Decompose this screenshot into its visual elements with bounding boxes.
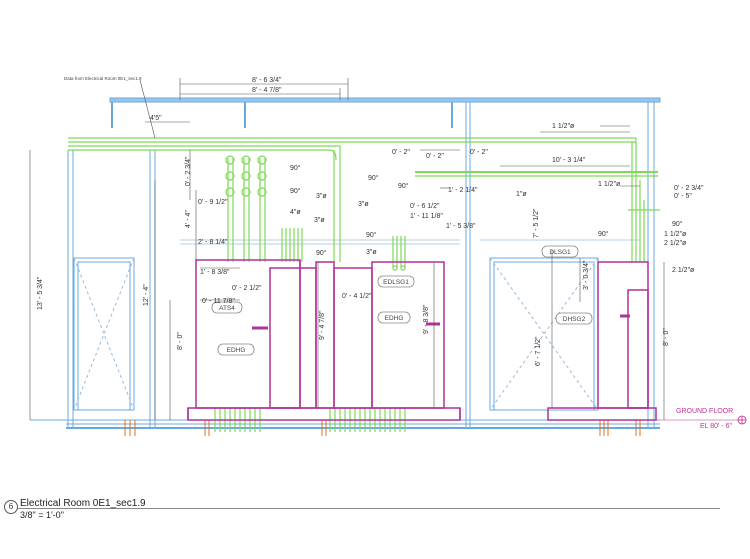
dim-9-4-7-8: 9' - 4 7/8": [319, 310, 326, 340]
dim-1-1-2-b: 1 1/2"ø: [598, 181, 621, 188]
dim-1-8-3-8: 1' - 8 3/8": [200, 269, 230, 276]
dim-90-b: 90°: [290, 187, 301, 195]
level-elevation: EL 80' - 6": [700, 423, 732, 430]
dim-0-4-1-2: 0' - 4 1/2": [342, 293, 372, 300]
dim-0-2-3-4-b: 0' - 2 3/4": [185, 156, 192, 186]
equipment-tags: ATS4 EDHG EDLSG1 EDHG DLSG1 DHSG2: [211, 245, 593, 356]
dim-0-5: 0' - 5": [674, 193, 692, 200]
dimension-lines: [29, 78, 665, 420]
dim-0-2-b: 0' - 2": [426, 153, 444, 160]
tag-ats4: ATS4: [219, 305, 235, 312]
dim-4-dia: 4"ø: [290, 209, 301, 216]
callout-note: Data from Electrical Room 0E1_sec1.9: [64, 76, 142, 81]
dim-8-0: 8' - 0": [177, 332, 184, 350]
dim-4-5: 4'5": [150, 115, 162, 122]
dim-1-1-2-a: 1 1/2"ø: [552, 123, 575, 130]
title-rule: [18, 508, 720, 509]
dim-90-f: 90°: [366, 231, 377, 239]
conduits: [68, 137, 660, 432]
dim-0-9-1-2: 0' - 9 1/2": [198, 199, 228, 206]
dim-1-5-3-8: 1' - 5 3/8": [446, 223, 476, 230]
dim-13-5-3-4: 13' - 5 3/4": [37, 276, 44, 310]
view-title: Electrical Room 0E1_sec1.9: [20, 498, 146, 509]
dim-1-1-2-c: 1 1/2"ø: [664, 231, 687, 238]
dim-0-2-3-4: 0' - 2 3/4": [674, 185, 704, 192]
dim-9-8-3-8: 9' - 8 3/8": [423, 304, 430, 334]
dim-1-dia: 1"ø: [516, 191, 527, 198]
dim-0-2-c: 0' - 2": [470, 149, 488, 156]
dim-3-dia-b: 3"ø: [358, 201, 369, 208]
dim-0-2-1-2: 0' - 2 1/2": [232, 285, 262, 292]
dim-6-7-1-2: 6' - 7 1/2": [535, 336, 542, 366]
dim-3-dia-d: 3"ø: [366, 249, 377, 256]
dim-4-4: 4' - 4": [185, 210, 192, 228]
level-marker: GROUND FLOOR EL 80' - 6": [660, 408, 747, 430]
dim-12-4: 12' - 4": [143, 284, 150, 306]
tag-edlsg1: EDLSG1: [383, 279, 409, 286]
dim-10-3-1-4: 10' - 3 1/4": [552, 157, 586, 164]
dim-top-1: 8' - 6 3/4": [252, 77, 282, 84]
dim-3-0-3-4: 3' - 0 3/4": [583, 260, 590, 290]
floor-penetrations: [124, 420, 641, 436]
dim-90-e: 90°: [316, 249, 327, 257]
dim-3-dia-c: 3"ø: [314, 217, 325, 224]
dim-90-g: 90°: [598, 230, 609, 238]
view-number-badge: 6: [4, 500, 18, 514]
structure: [30, 97, 661, 429]
dim-1-11-1-8: 1' - 11 1/8": [410, 213, 443, 220]
tag-edhg-2: EDHG: [385, 315, 404, 322]
dim-1-2-1-4: 1' - 2 1/4": [448, 187, 478, 194]
equipment: [187, 259, 657, 421]
dim-0-11-7-8: 0' - 11 7/8": [202, 298, 235, 305]
dim-top-2: 8' - 4 7/8": [252, 87, 282, 94]
tag-dhsg2: DHSG2: [563, 316, 586, 323]
dim-90-a: 90°: [290, 164, 301, 172]
dimension-labels: Data from Electrical Room 0E1_sec1.9 8' …: [37, 76, 704, 366]
dim-2-8-1-4: 2' - 8 1/4": [198, 239, 228, 246]
level-name: GROUND FLOOR: [676, 408, 733, 415]
view-scale: 3/8" = 1'-0": [20, 510, 64, 520]
dim-90-h: 90°: [672, 220, 683, 228]
dim-0-2-a: 0' - 2": [392, 149, 410, 156]
dim-3-dia-a: 3"ø: [316, 193, 327, 200]
dim-90-d: 90°: [398, 182, 409, 190]
dim-2-1-2-b: 2 1/2"ø: [672, 267, 695, 274]
dim-2-1-2-a: 2 1/2"ø: [664, 240, 687, 247]
tag-dlsg1: DLSG1: [549, 249, 571, 256]
dim-90-c: 90°: [368, 174, 379, 182]
tag-edhg: EDHG: [227, 347, 246, 354]
dim-0-6-1-2: 0' - 6 1/2": [410, 203, 440, 210]
dim-7-5-1-2: 7' - 5 1/2": [533, 208, 540, 238]
dim-8-0-b: 8' - 0": [663, 328, 670, 346]
